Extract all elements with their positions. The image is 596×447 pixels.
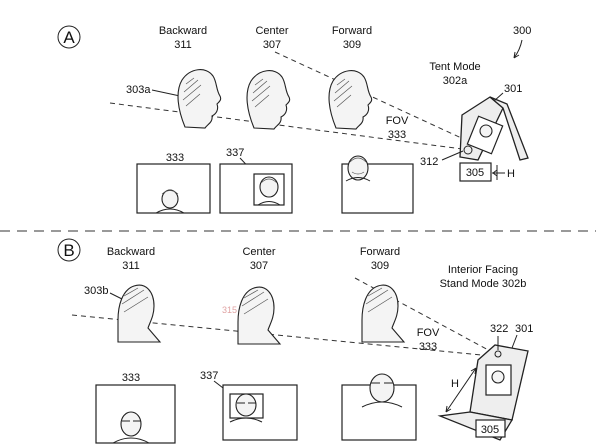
a-camera-ref-leader — [441, 150, 464, 161]
panel-a: A 300 Backward 311 Center 307 Forward 30… — [57, 25, 531, 214]
a-mode-ref: 302a — [443, 75, 468, 87]
b-fov-label: FOV — [417, 327, 440, 339]
b-frame-center-face — [229, 393, 263, 423]
b-center-ref: 307 — [250, 260, 268, 272]
b-faint-mark: 315 — [222, 305, 237, 315]
b-surface-box — [475, 419, 506, 438]
figure-number-arrow — [513, 39, 523, 59]
a-frame-backward-face — [155, 189, 185, 214]
a-device-ref-leader — [493, 92, 504, 102]
b-backward-label: Backward — [107, 246, 155, 258]
b-device-ref-leader — [511, 334, 518, 349]
a-frame-ref: 333 — [166, 152, 184, 164]
a-fov-ref: 333 — [388, 129, 406, 141]
b-sight-line-top — [354, 277, 493, 353]
panel-a-letter: A — [63, 28, 75, 47]
a-head-ref: 303a — [126, 84, 151, 96]
b-sight-line-bottom — [71, 314, 493, 357]
panel-b-circle — [57, 238, 81, 262]
a-h-arrow — [492, 165, 505, 180]
a-frame-center-face — [257, 176, 281, 206]
a-camera-ref: 312 — [420, 156, 438, 168]
b-mode-label-2: Stand Mode 302b — [440, 278, 527, 290]
b-device-ref: 301 — [515, 323, 533, 335]
a-surface-box — [459, 162, 492, 182]
a-head-ref-leader — [151, 89, 181, 97]
b-distance-label: H — [451, 378, 459, 390]
b-head-ref: 303b — [84, 285, 108, 297]
b-forward-ref: 309 — [371, 260, 389, 272]
b-head-center — [237, 286, 282, 345]
b-camera-ref: 322 — [490, 323, 508, 335]
a-head-center — [246, 70, 291, 130]
b-frame-backward-face — [112, 411, 150, 444]
a-backward-ref: 311 — [174, 39, 192, 51]
a-surface-ref: 305 — [466, 167, 484, 179]
b-frame-forward-face — [361, 373, 403, 408]
b-h-arrow — [445, 367, 477, 413]
a-backward-label: Backward — [159, 25, 207, 37]
b-mode-label-1: Interior Facing — [448, 264, 518, 276]
a-head-backward — [177, 69, 222, 129]
a-center-label: Center — [255, 25, 288, 37]
a-mode-label: Tent Mode — [429, 61, 480, 73]
a-forward-ref: 309 — [343, 39, 361, 51]
b-fov-ref: 333 — [419, 341, 437, 353]
b-head-forward — [361, 284, 406, 343]
a-sight-line-bottom — [109, 102, 471, 151]
a-center-ref: 307 — [263, 39, 281, 51]
a-distance-label: H — [507, 168, 515, 180]
a-crop-ref: 337 — [226, 147, 244, 159]
b-forward-label: Forward — [360, 246, 400, 258]
b-surface-ref: 305 — [481, 424, 499, 436]
a-forward-label: Forward — [332, 25, 372, 37]
a-device-ref: 301 — [504, 83, 522, 95]
b-head-backward — [117, 284, 162, 343]
panel-b-letter: B — [63, 241, 74, 260]
figure-number: 300 — [513, 25, 531, 37]
panel-b: B Backward 311 Center 307 Forward 309 In… — [57, 238, 533, 444]
a-frame-forward-face — [345, 155, 371, 182]
b-frame-ref: 333 — [122, 372, 140, 384]
panel-a-circle — [57, 25, 81, 49]
b-backward-ref: 311 — [122, 260, 140, 272]
a-fov-label: FOV — [386, 115, 409, 127]
b-center-label: Center — [242, 246, 275, 258]
a-head-forward — [328, 70, 373, 130]
a-device-tent — [459, 96, 529, 161]
b-crop-ref: 337 — [200, 370, 218, 382]
